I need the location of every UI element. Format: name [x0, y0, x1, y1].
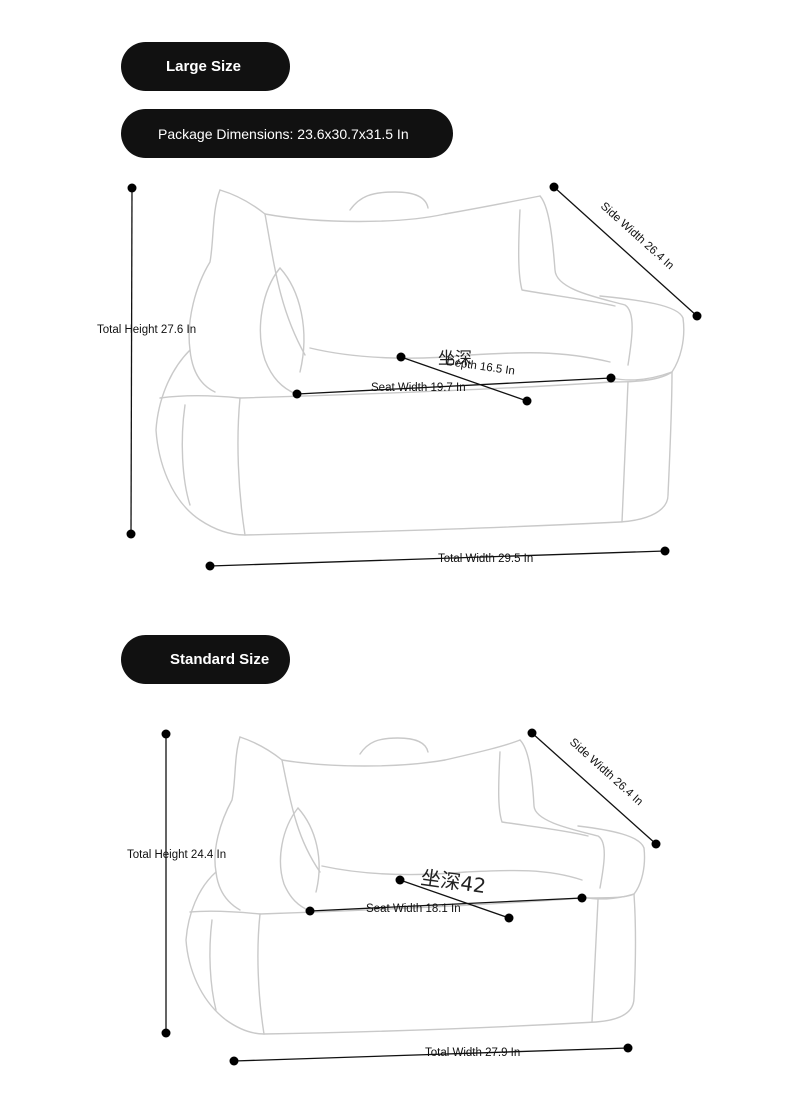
large-width-right-dot	[660, 546, 670, 556]
standard-size-label: Standard Size	[170, 651, 270, 668]
standard-total-width-label: Total Width 27.9 In	[425, 1047, 520, 1059]
standard-side-top-dot	[527, 728, 537, 738]
standard-seat-left-dot	[305, 906, 315, 916]
standard-depth-line	[399, 879, 510, 919]
large-side-width-line	[553, 186, 698, 317]
large-seat-left-dot	[292, 389, 302, 399]
standard-width-left-dot	[229, 1056, 239, 1066]
standard-seat-width-line	[309, 897, 583, 912]
standard-total-width-line	[233, 1047, 629, 1062]
standard-side-width-label: Side Width 26.4 In	[567, 736, 645, 808]
package-dimensions-label: Package Dimensions: 23.6x30.7x31.5 In	[158, 125, 409, 142]
large-depth-end-dot	[522, 396, 532, 406]
large-total-width-label: Total Width 29.5 In	[438, 553, 533, 565]
standard-size-badge: Standard Size	[121, 635, 290, 684]
standard-dimensions: Total Height 24.4 In Side Width 26.4 In …	[127, 728, 661, 1066]
large-depth-label: Depth 16.5 In	[446, 356, 516, 377]
large-total-width-line	[209, 550, 666, 567]
standard-height-top-dot	[161, 729, 171, 739]
package-dimensions-badge: Package Dimensions: 23.6x30.7x31.5 In	[121, 109, 453, 158]
large-depth-start-dot	[396, 352, 406, 362]
large-size-label: Large Size	[166, 58, 242, 75]
large-size-badge: Large Size	[121, 42, 290, 91]
large-height-bottom-dot	[126, 529, 136, 539]
large-side-top-dot	[549, 182, 559, 192]
large-depth-line	[400, 356, 528, 402]
large-seat-right-dot	[606, 373, 616, 383]
large-total-height-label: Total Height 27.6 In	[97, 324, 196, 336]
large-depth-cn-label: 坐深	[438, 349, 472, 369]
standard-total-height-label: Total Height 24.4 In	[127, 849, 226, 861]
large-dimensions: Total Height 27.6 In Side Width 26.4 In …	[97, 182, 702, 571]
large-width-left-dot	[205, 561, 215, 571]
standard-sofa-outline	[185, 736, 646, 1035]
standard-depth-start-dot	[395, 875, 405, 885]
standard-side-bottom-dot	[651, 839, 661, 849]
standard-seat-width-label: Seat Width 18.1 In	[366, 903, 461, 915]
standard-side-width-line	[531, 732, 657, 845]
standard-depth-end-dot	[504, 913, 514, 923]
large-seat-width-label: Seat Width 19.7 In	[371, 382, 466, 394]
standard-depth-cn-label: 坐深42	[419, 865, 487, 898]
large-side-bottom-dot	[692, 311, 702, 321]
standard-seat-right-dot	[577, 893, 587, 903]
large-total-height-line	[130, 187, 133, 535]
large-seat-width-line	[296, 377, 612, 395]
large-height-top-dot	[127, 183, 137, 193]
standard-height-bottom-dot	[161, 1028, 171, 1038]
standard-width-right-dot	[623, 1043, 633, 1053]
large-sofa-outline	[155, 189, 685, 536]
